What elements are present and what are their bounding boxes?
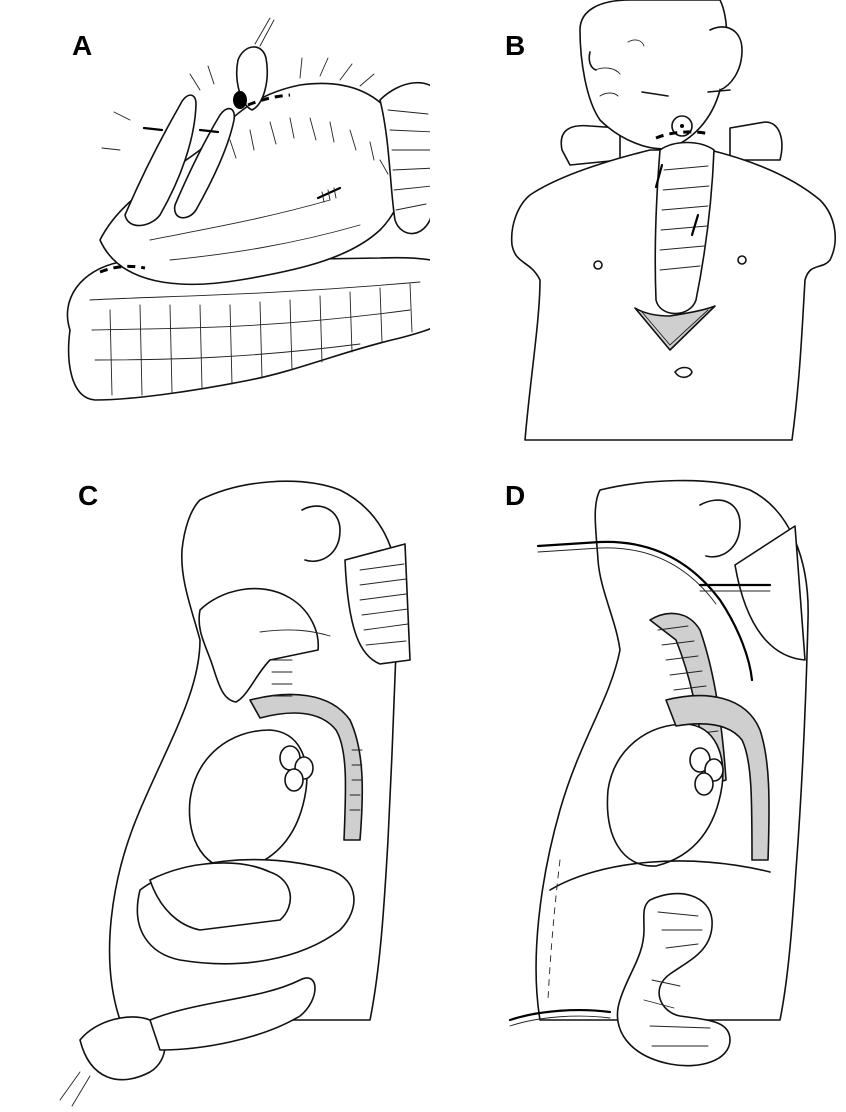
panel-a: A <box>0 0 430 450</box>
panel-label-a: A <box>72 30 93 61</box>
panel-c: C <box>0 460 430 1112</box>
panel-b: B <box>430 0 846 450</box>
panel-label-c: C <box>78 480 99 511</box>
stomach-anatomy-illustration-icon <box>66 17 430 401</box>
panel-label-d: D <box>505 480 526 511</box>
infant-torso-gastric-tube-illustration-icon <box>510 0 836 441</box>
lateral-gastric-transposition-illustration-icon <box>508 479 809 1067</box>
panel-d: D <box>430 460 846 1112</box>
panel-label-b: B <box>505 30 526 61</box>
lateral-thoracic-mobilization-illustration-icon <box>59 480 411 1107</box>
